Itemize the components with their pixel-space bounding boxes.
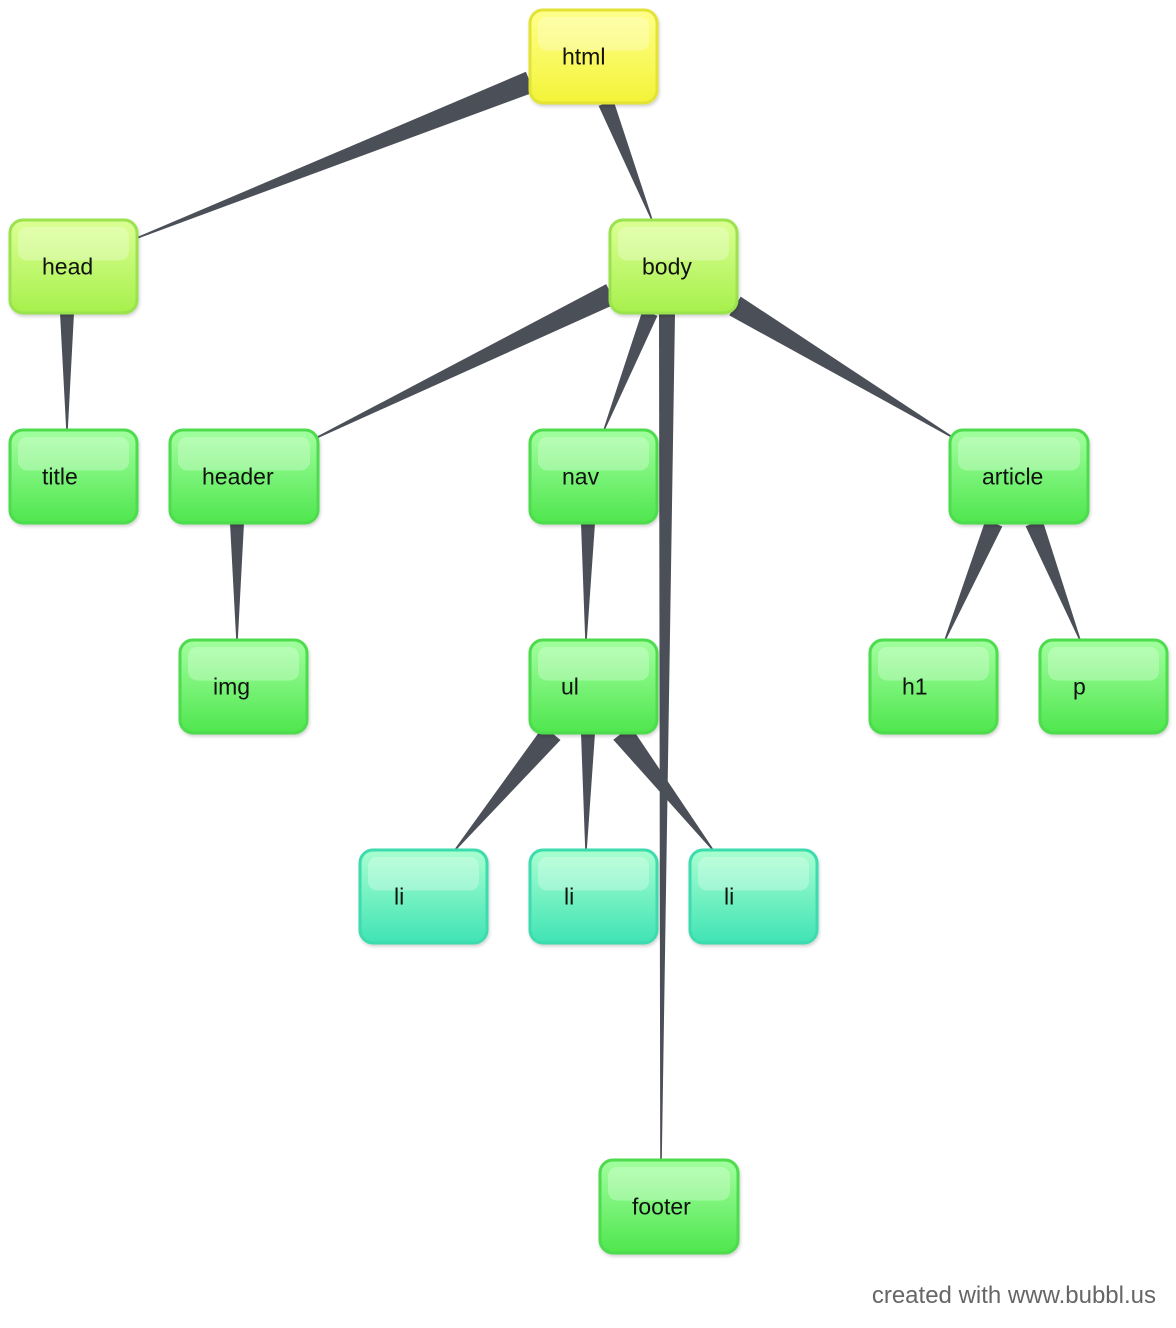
connector-ul-li3 [613,726,714,851]
node-gloss [958,437,1080,471]
connector-ul-li2 [581,732,595,850]
node-gloss [178,437,310,471]
node-label: footer [632,1194,691,1220]
node-box [528,848,659,945]
connector-head-title [60,313,74,430]
node-label: h1 [902,674,928,700]
node-p[interactable]: p [1038,638,1169,735]
connector-html-head [136,71,535,239]
node-box [528,428,659,525]
node-li2[interactable]: li [528,848,659,945]
node-label: p [1073,674,1086,700]
connector-article-h1 [944,519,1003,641]
connector-body-header [315,284,616,439]
node-gloss [538,437,649,471]
node-label: li [724,884,734,910]
node-box [178,638,309,735]
node-box [528,8,659,105]
node-header[interactable]: header [168,428,320,525]
node-h1[interactable]: h1 [868,638,999,735]
node-title[interactable]: title [8,428,139,525]
node-gloss [698,857,809,891]
node-body[interactable]: body [608,218,739,315]
node-label: header [202,464,274,490]
node-nav[interactable]: nav [528,428,659,525]
node-gloss [538,647,649,681]
connector-body-nav [603,310,658,431]
node-gloss [538,17,649,51]
node-box [8,428,139,525]
node-box [608,218,739,315]
node-label: li [564,884,574,910]
node-label: body [642,254,692,280]
node-li1[interactable]: li [358,848,489,945]
connector-nav-ul [581,522,595,640]
node-gloss [608,1167,730,1201]
node-article[interactable]: article [948,428,1090,525]
node-gloss [878,647,989,681]
node-label: nav [562,464,600,490]
node-box [1038,638,1169,735]
node-box [948,428,1090,525]
credit-text: created with www.bubbl.us [871,1282,1156,1309]
node-box [8,218,139,315]
node-gloss [18,227,129,261]
connector-body-article [729,296,953,438]
connector-layer [60,71,1081,1160]
node-head[interactable]: head [8,218,139,315]
connector-body-footer [659,312,675,1160]
node-label: html [562,44,605,70]
node-box [168,428,320,525]
connector-header-img [230,523,244,640]
node-box [868,638,999,735]
node-gloss [618,227,729,261]
node-ul[interactable]: ul [528,638,659,735]
node-gloss [188,647,299,681]
node-label: img [213,674,250,700]
node-box [598,1158,740,1255]
node-box [358,848,489,945]
connector-html-body [598,100,653,221]
connector-ul-li1 [454,726,561,851]
node-box [688,848,819,945]
node-html[interactable]: html [528,8,659,105]
node-label: head [42,254,93,280]
node-gloss [1048,647,1159,681]
node-label: li [394,884,404,910]
node-layer: html head body title header nav article img ul h1… [8,8,1169,1255]
node-label: ul [561,674,579,700]
node-label: article [982,464,1043,490]
node-label: title [42,464,78,490]
node-gloss [368,857,479,891]
node-footer[interactable]: footer [598,1158,740,1255]
node-img[interactable]: img [178,638,309,735]
node-box [528,638,659,735]
node-gloss [538,857,649,891]
node-gloss [18,437,129,471]
connector-article-p [1025,519,1081,641]
node-li3[interactable]: li [688,848,819,945]
